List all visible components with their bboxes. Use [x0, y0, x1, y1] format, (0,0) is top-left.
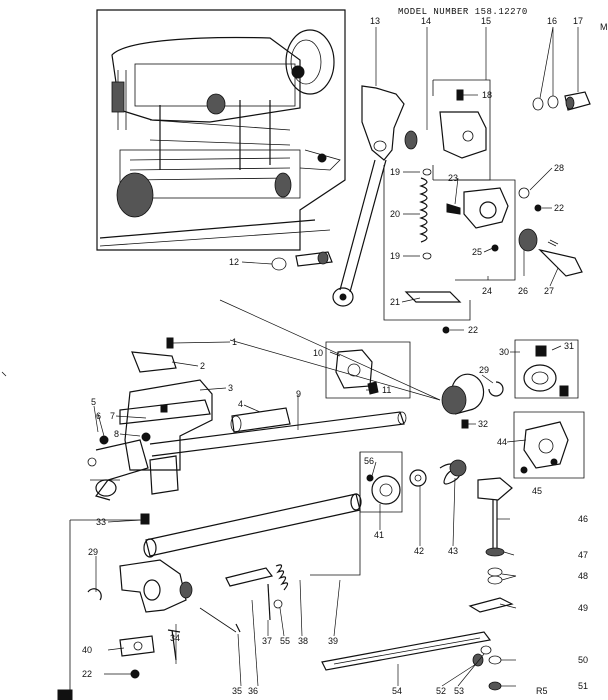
part-number-labels: 13 14 15 16 17 18 19 20 19 21 22 23 28 2… [82, 16, 588, 696]
part-label: 32 [478, 419, 488, 429]
part-label: 41 [374, 530, 384, 540]
connecting-link-13 [332, 85, 405, 307]
part-label: 22 [468, 325, 478, 335]
part-label: 30 [499, 347, 509, 357]
part-label: 39 [328, 636, 338, 646]
page-code: R5 [536, 686, 548, 696]
bushing-group-30 [441, 339, 579, 429]
part-label: 5 [91, 397, 96, 407]
part-label: 12 [229, 257, 239, 267]
part-label: 40 [82, 645, 92, 655]
edge-mark: M [600, 22, 608, 32]
part-label: 19 [390, 251, 400, 261]
part-label: 48 [578, 571, 588, 581]
part-label: 11 [382, 385, 391, 395]
part-label: 49 [578, 603, 588, 613]
part-label: 27 [544, 286, 554, 296]
edge-tick [1, 371, 7, 377]
part-label: 51 [578, 681, 588, 691]
part-label: 13 [370, 16, 380, 26]
cam-group-44 [513, 411, 585, 479]
part-label: 22 [554, 203, 564, 213]
part-label: 4 [238, 399, 243, 409]
part-label: 43 [448, 546, 458, 556]
part-label: 21 [390, 297, 400, 307]
part-label: 44 [497, 437, 507, 447]
part-label: 16 [547, 16, 557, 26]
part-label: 18 [482, 90, 492, 100]
part-label: 9 [296, 389, 301, 399]
part-label: 38 [298, 636, 308, 646]
part-label: 22 [82, 669, 92, 679]
hinge-stud-12 [271, 251, 333, 271]
part-label: 53 [454, 686, 464, 696]
part-label: 52 [436, 686, 446, 696]
part-label: 45 [532, 486, 542, 496]
guide-lines [219, 299, 441, 401]
edge-block [57, 689, 73, 700]
part-label: 42 [414, 546, 424, 556]
spring-43 [409, 459, 467, 487]
lower-bracket [87, 513, 193, 679]
feed-cam-assembly [446, 179, 583, 281]
part-label: 1 [232, 337, 237, 347]
part-label: 31 [564, 341, 574, 351]
part-label: 29 [88, 547, 98, 557]
part-label: 47 [578, 550, 588, 560]
shaft-39 [69, 452, 362, 700]
part-label: 23 [448, 173, 458, 183]
part-label: 20 [390, 209, 400, 219]
machine-cutaway [96, 9, 346, 251]
leader-lines [93, 26, 579, 687]
part-label: 6 [96, 411, 101, 421]
pivot-stack [468, 477, 514, 691]
stud-and-washers [532, 91, 591, 111]
spring-assembly [383, 165, 471, 334]
part-label: 36 [248, 686, 258, 696]
part-label: 17 [573, 16, 583, 26]
part-label: 33 [96, 517, 106, 527]
part-label: 26 [518, 286, 528, 296]
part-label: 3 [228, 383, 233, 393]
part-label: 55 [280, 636, 290, 646]
part-label: 15 [481, 16, 491, 26]
part-label: 14 [421, 16, 431, 26]
part-label: 25 [472, 247, 482, 257]
part-label: 19 [390, 167, 400, 177]
part-label: 2 [200, 361, 205, 371]
left-bracket-assembly [87, 337, 407, 501]
part-label: 37 [262, 636, 272, 646]
part-label: 35 [232, 686, 242, 696]
crank-assembly-10 [325, 341, 411, 399]
part-label: 56 [364, 456, 374, 466]
part-label: 50 [578, 655, 588, 665]
collar-group-41 [359, 451, 403, 513]
part-label: 10 [313, 348, 323, 358]
needle-group [199, 564, 289, 633]
part-label: 34 [170, 633, 180, 643]
part-label: 29 [479, 365, 489, 375]
part-label: 7 [110, 411, 115, 421]
part-label: 54 [392, 686, 402, 696]
part-label: 28 [554, 163, 564, 173]
part-label: 8 [114, 429, 119, 439]
model-number-header: MODEL NUMBER 158.12270 [398, 7, 528, 17]
part-label: 46 [578, 514, 588, 524]
feed-bar-54 [321, 631, 492, 671]
part-label: 24 [482, 286, 492, 296]
